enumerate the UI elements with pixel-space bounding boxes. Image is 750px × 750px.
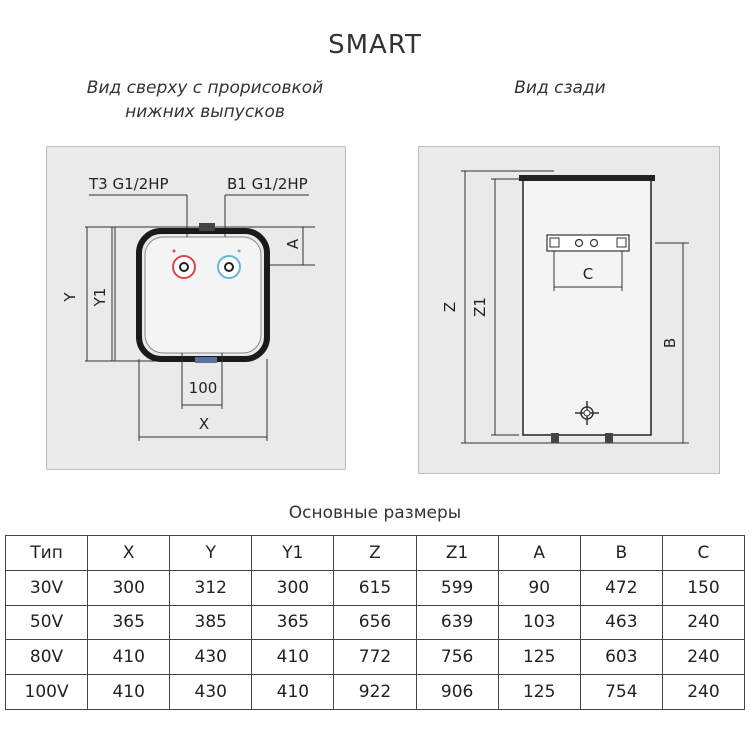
header-cell: Y: [169, 535, 253, 571]
table-cell: 463: [579, 604, 663, 641]
table-cell: 80V: [4, 639, 89, 676]
header-cell: C: [661, 535, 746, 571]
table-cell: 754: [579, 674, 663, 710]
table-cell: 430: [169, 674, 253, 710]
bottom-indicator: [195, 357, 217, 363]
back-view-caption: Вид сзади: [514, 78, 606, 98]
table-cell: 150: [661, 569, 746, 606]
a-dimension-label: A: [284, 238, 302, 249]
table-cell: 410: [87, 674, 171, 710]
bracket-slot-right: [616, 237, 627, 248]
header-cell: Тип: [4, 535, 89, 571]
top-handle: [199, 223, 215, 231]
table-cell: 385: [169, 604, 253, 641]
table-cell: 100V: [4, 674, 89, 710]
b-dimension-label: B: [661, 338, 679, 348]
table-cell: 603: [579, 639, 663, 676]
table-row: 30V 300 312 300 615 599 90 472 150: [4, 569, 746, 606]
table-cell: 300: [251, 569, 335, 606]
header-cell: X: [87, 535, 171, 571]
page-title: SMART: [328, 30, 422, 60]
table-cell: 410: [251, 639, 335, 676]
cold-outlet-center: [224, 262, 234, 272]
y-dimension-label: Y: [61, 292, 79, 303]
top-view-drawing: Т3 G1/2НР В1 G1/2НР Y Y1 A 100: [61, 175, 315, 441]
table-cell: 615: [333, 569, 417, 606]
table-cell: 240: [661, 639, 746, 676]
dimensions-table: Тип X Y Y1 Z Z1 A B C 30V 300 312 300 61…: [4, 535, 746, 710]
header-cell: A: [497, 535, 581, 571]
table-cell: 756: [415, 639, 499, 676]
table-title: Основные размеры: [288, 503, 462, 523]
table-cell: 410: [251, 674, 335, 710]
table-cell: 125: [497, 639, 581, 676]
table-header-row: Тип X Y Y1 Z Z1 A B C: [4, 535, 746, 571]
table-cell: 30V: [4, 569, 89, 606]
table-cell: 472: [579, 569, 663, 606]
header-cell: B: [579, 535, 663, 571]
table-row: 50V 365 385 365 656 639 103 463 240: [4, 604, 746, 641]
bottom-pipe-left: [551, 433, 559, 443]
table-cell: 103: [497, 604, 581, 641]
table-cell: 410: [87, 639, 171, 676]
dim-100-label: 100: [189, 379, 218, 397]
z-dimension-label: Z: [441, 302, 459, 312]
table-cell: 125: [497, 674, 581, 710]
table-cell: 656: [333, 604, 417, 641]
table-cell: 639: [415, 604, 499, 641]
back-view-panel: Z Z1 B C: [418, 146, 720, 474]
heater-back-body: [522, 176, 652, 436]
table-cell: 922: [333, 674, 417, 710]
table-cell: 772: [333, 639, 417, 676]
header-cell: Z: [333, 535, 417, 571]
x-dimension-label: X: [199, 415, 209, 433]
table-cell: 906: [415, 674, 499, 710]
table-row: 100V 410 430 410 922 906 125 754 240: [4, 674, 746, 710]
table-cell: 90: [497, 569, 581, 606]
cold-marker: [237, 249, 241, 253]
mounting-bracket: [546, 234, 630, 252]
hot-outlet-label: Т3 G1/2НР: [88, 175, 169, 193]
header-cell: Z1: [415, 535, 499, 571]
heater-top-inner: [144, 236, 262, 354]
table-cell: 312: [169, 569, 253, 606]
cold-outlet-label: В1 G1/2НР: [227, 175, 308, 193]
top-view-caption-line2: нижних выпусков: [125, 102, 285, 122]
table-cell: 240: [661, 674, 746, 710]
heater-top-cap: [519, 175, 655, 181]
c-dimension-label: C: [583, 265, 593, 283]
hot-outlet-center: [179, 262, 189, 272]
table-cell: 50V: [4, 604, 89, 641]
top-view-caption: Вид сверху с прорисовкой нижних выпусков: [40, 76, 370, 124]
table-row: 80V 410 430 410 772 756 125 603 240: [4, 639, 746, 676]
table-cell: 365: [251, 604, 335, 641]
z1-dimension-label: Z1: [471, 297, 489, 317]
bracket-hole-right: [589, 238, 599, 248]
table-cell: 365: [87, 604, 171, 641]
hot-marker: [172, 249, 176, 253]
bracket-slot-left: [549, 237, 560, 248]
top-view-panel: Т3 G1/2НР В1 G1/2НР Y Y1 A 100: [46, 146, 346, 470]
top-view-caption-line1: Вид сверху с прорисовкой: [86, 78, 324, 98]
bottom-pipe-right: [605, 433, 613, 443]
fitting-icon-center: [583, 409, 591, 417]
y1-dimension-label: Y1: [91, 288, 109, 308]
table-cell: 240: [661, 604, 746, 641]
table-cell: 300: [87, 569, 171, 606]
header-cell: Y1: [251, 535, 335, 571]
table-cell: 599: [415, 569, 499, 606]
table-cell: 430: [169, 639, 253, 676]
back-view-drawing: Z Z1 B C: [441, 170, 689, 444]
bracket-hole-left: [574, 238, 584, 248]
